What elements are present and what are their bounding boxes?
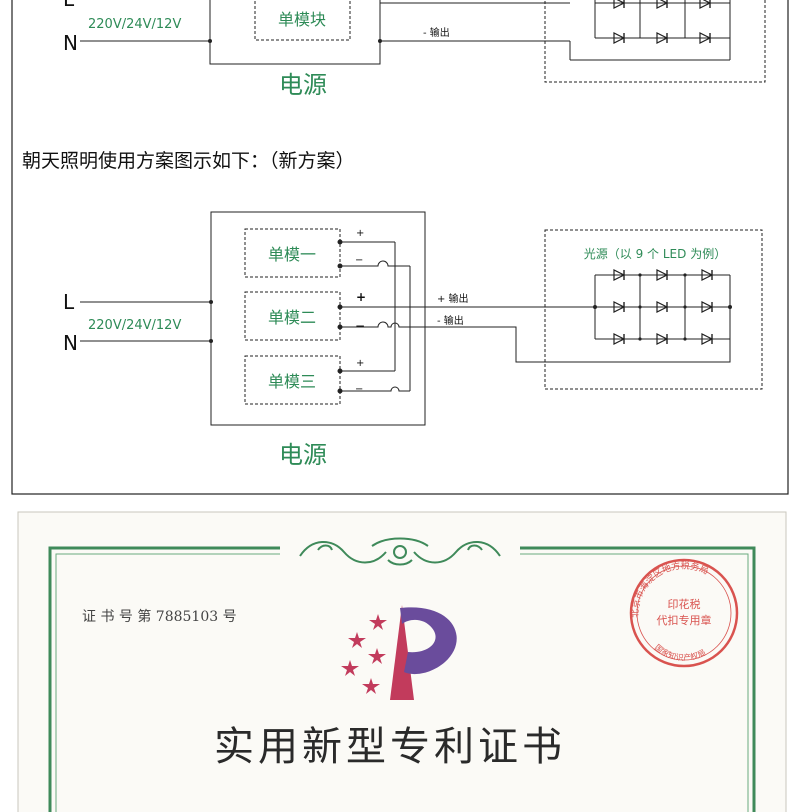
old-module-label: 单模块 <box>278 10 326 29</box>
certificate-title: 实用新型专利证书 <box>214 724 566 770</box>
old-neg-output-label: - 输出 <box>423 26 450 39</box>
old-L-label: L <box>63 0 75 11</box>
pos-output-label: + 输出 <box>437 292 469 305</box>
old-voltage-label: 220V/24V/12V <box>88 17 181 32</box>
module-3-plus: + <box>356 358 364 369</box>
light-source-label: 光源（以 9 个 LED 为例） <box>584 247 726 261</box>
neg-output-label: - 输出 <box>437 314 464 327</box>
new-L-label: L <box>63 290 75 314</box>
module-2-label: 单模二 <box>268 308 316 327</box>
seal-inner-2: 代扣专用章 <box>657 613 712 627</box>
old-scheme-diagram: L N 220V/24V/12V 单模块 - 输出 电源 <box>63 0 766 99</box>
module-2-plus: + <box>356 290 366 304</box>
module-3-box <box>244 355 341 405</box>
new-scheme-heading: 朝天照明使用方案图示如下：（新方案） <box>22 150 355 172</box>
old-led-array <box>570 0 731 61</box>
module-2-minus: − <box>355 319 365 333</box>
certificate-ornament <box>280 537 520 566</box>
top-panel: L N 220V/24V/12V 单模块 - 输出 电源 <box>11 0 789 495</box>
old-N-label: N <box>63 31 78 55</box>
module-1-label: 单模一 <box>268 245 316 264</box>
old-light-source-box <box>544 0 766 83</box>
new-voltage-label: 220V/24V/12V <box>88 318 181 333</box>
new-N-label: N <box>63 331 78 355</box>
module-1-box <box>244 228 341 278</box>
new-scheme-diagram: L N 220V/24V/12V 单模一 单模二 单模三 + − + − + − <box>63 211 763 469</box>
module-1-plus: + <box>356 228 364 239</box>
old-module-box <box>254 0 351 41</box>
module-3-label: 单模三 <box>268 372 316 391</box>
certificate-number: 证 书 号 第 7885103 号 <box>82 608 237 625</box>
seal-inner-1: 印花税 <box>668 597 701 611</box>
module-2-box <box>244 291 341 341</box>
new-power-label: 电源 <box>279 441 327 469</box>
certificate-panel: 证 书 号 第 7885103 号 北京市海淀区地方税务局 印花税 代扣专用章 <box>0 500 800 812</box>
light-source-box <box>544 229 763 390</box>
old-power-label: 电源 <box>279 71 327 99</box>
module-wiring <box>337 239 731 394</box>
new-power-box <box>210 211 426 426</box>
patent-office-logo-icon <box>341 605 457 700</box>
led-array <box>593 269 732 345</box>
module-3-minus: − <box>355 384 363 395</box>
module-1-minus: − <box>355 255 363 266</box>
old-power-box <box>209 0 381 65</box>
